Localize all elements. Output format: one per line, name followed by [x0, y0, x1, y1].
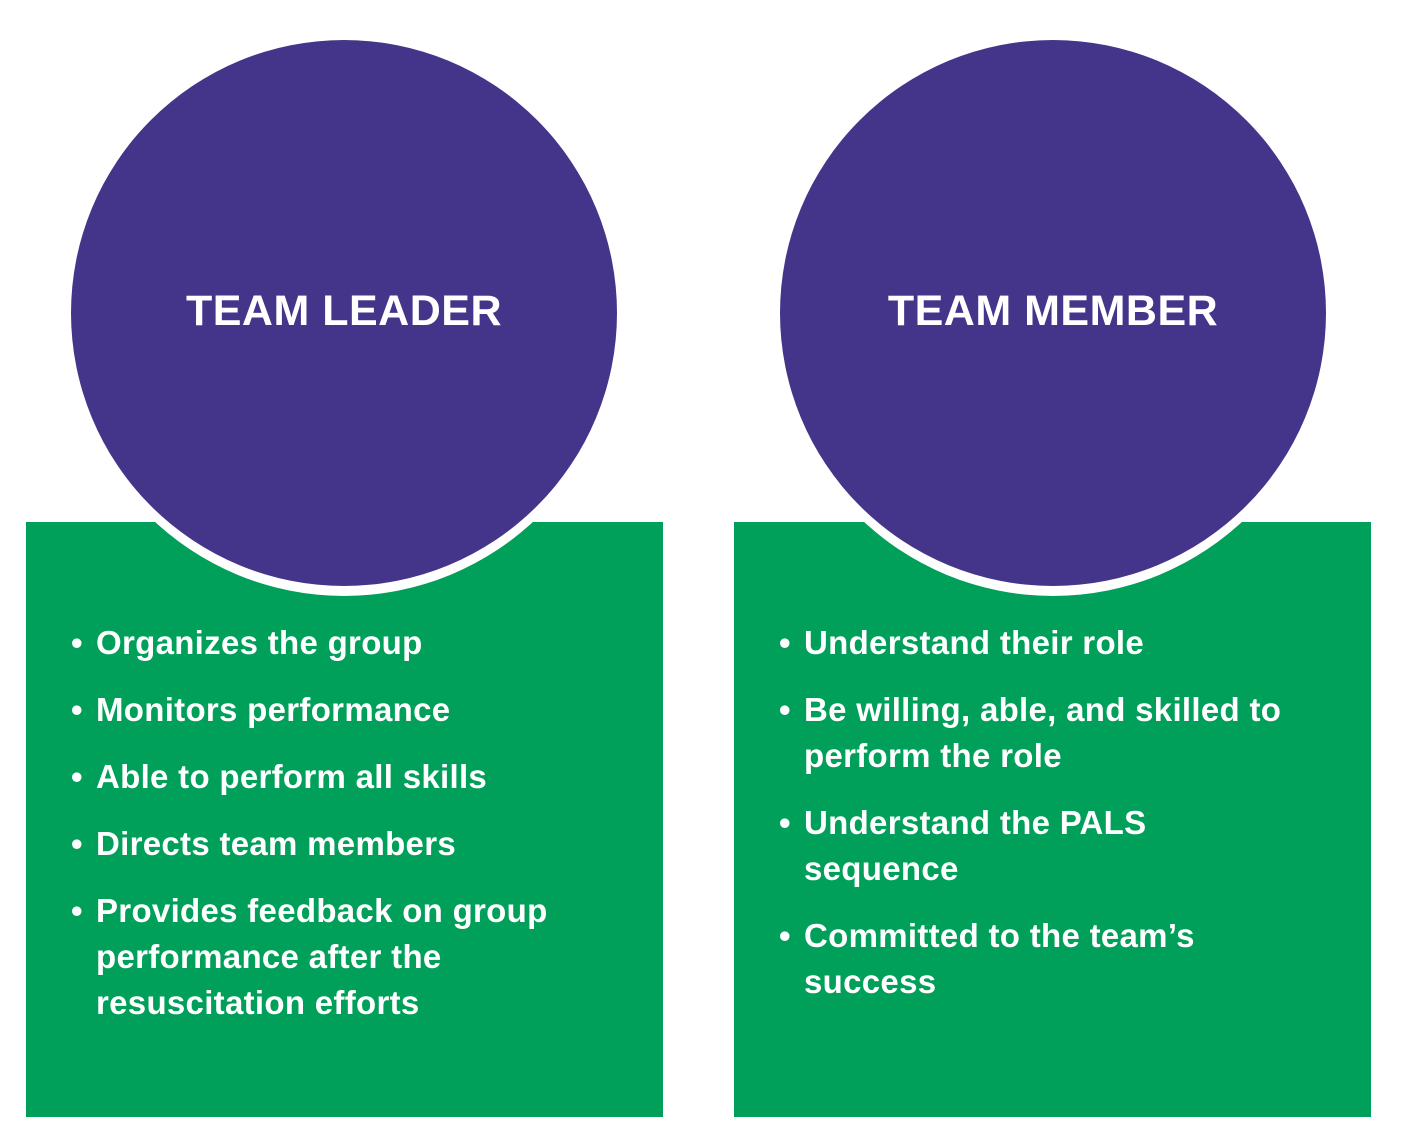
- list-item: • Provides feedback on group performance …: [68, 888, 596, 1026]
- list-item: • Organizes the group: [68, 620, 628, 666]
- list-item-text: Be willing, able, and skilled to perform…: [804, 691, 1282, 774]
- bullet-icon: •: [779, 691, 791, 728]
- bullet-icon: •: [71, 758, 83, 795]
- list-item-text: Organizes the group: [96, 624, 423, 661]
- bullet-icon: •: [71, 825, 83, 862]
- list-item-text: Monitors performance: [96, 691, 451, 728]
- bullet-icon: •: [779, 917, 791, 954]
- list-item: • Able to perform all skills: [68, 754, 628, 800]
- team-leader-circle: TEAM LEADER: [71, 40, 617, 586]
- list-item: • Be willing, able, and skilled to perfor…: [776, 687, 1344, 779]
- team-member-list: • Understand their role • Be willing, able…: [776, 620, 1336, 1026]
- list-item: • Understand their role: [776, 620, 1336, 666]
- bullet-icon: •: [779, 624, 791, 661]
- bullet-icon: •: [779, 804, 791, 841]
- list-item-text: Provides feedback on group performance a…: [96, 892, 548, 1021]
- list-item: • Monitors performance: [68, 687, 628, 733]
- team-leader-panel: • Organizes the group • Monitors performan…: [26, 522, 663, 1117]
- team-leader-title: TEAM LEADER: [185, 286, 503, 335]
- list-item: • Understand the PALS sequence: [776, 800, 1244, 892]
- team-member-circle: TEAM MEMBER: [780, 40, 1326, 586]
- bullet-icon: •: [71, 624, 83, 661]
- list-item-text: Committed to the team’s success: [804, 917, 1195, 1000]
- list-item-text: Able to perform all skills: [96, 758, 488, 795]
- list-item: • Committed to the team’s success: [776, 913, 1304, 1005]
- team-member-title: TEAM MEMBER: [887, 286, 1219, 335]
- list-item-text: Understand their role: [804, 624, 1145, 661]
- list-item-text: Understand the PALS sequence: [804, 804, 1147, 887]
- team-leader-list: • Organizes the group • Monitors performan…: [68, 620, 628, 1047]
- list-item-text: Directs team members: [96, 825, 457, 862]
- team-member-panel: • Understand their role • Be willing, able…: [734, 522, 1371, 1117]
- bullet-icon: •: [71, 691, 83, 728]
- bullet-icon: •: [71, 892, 83, 929]
- list-item: • Directs team members: [68, 821, 628, 867]
